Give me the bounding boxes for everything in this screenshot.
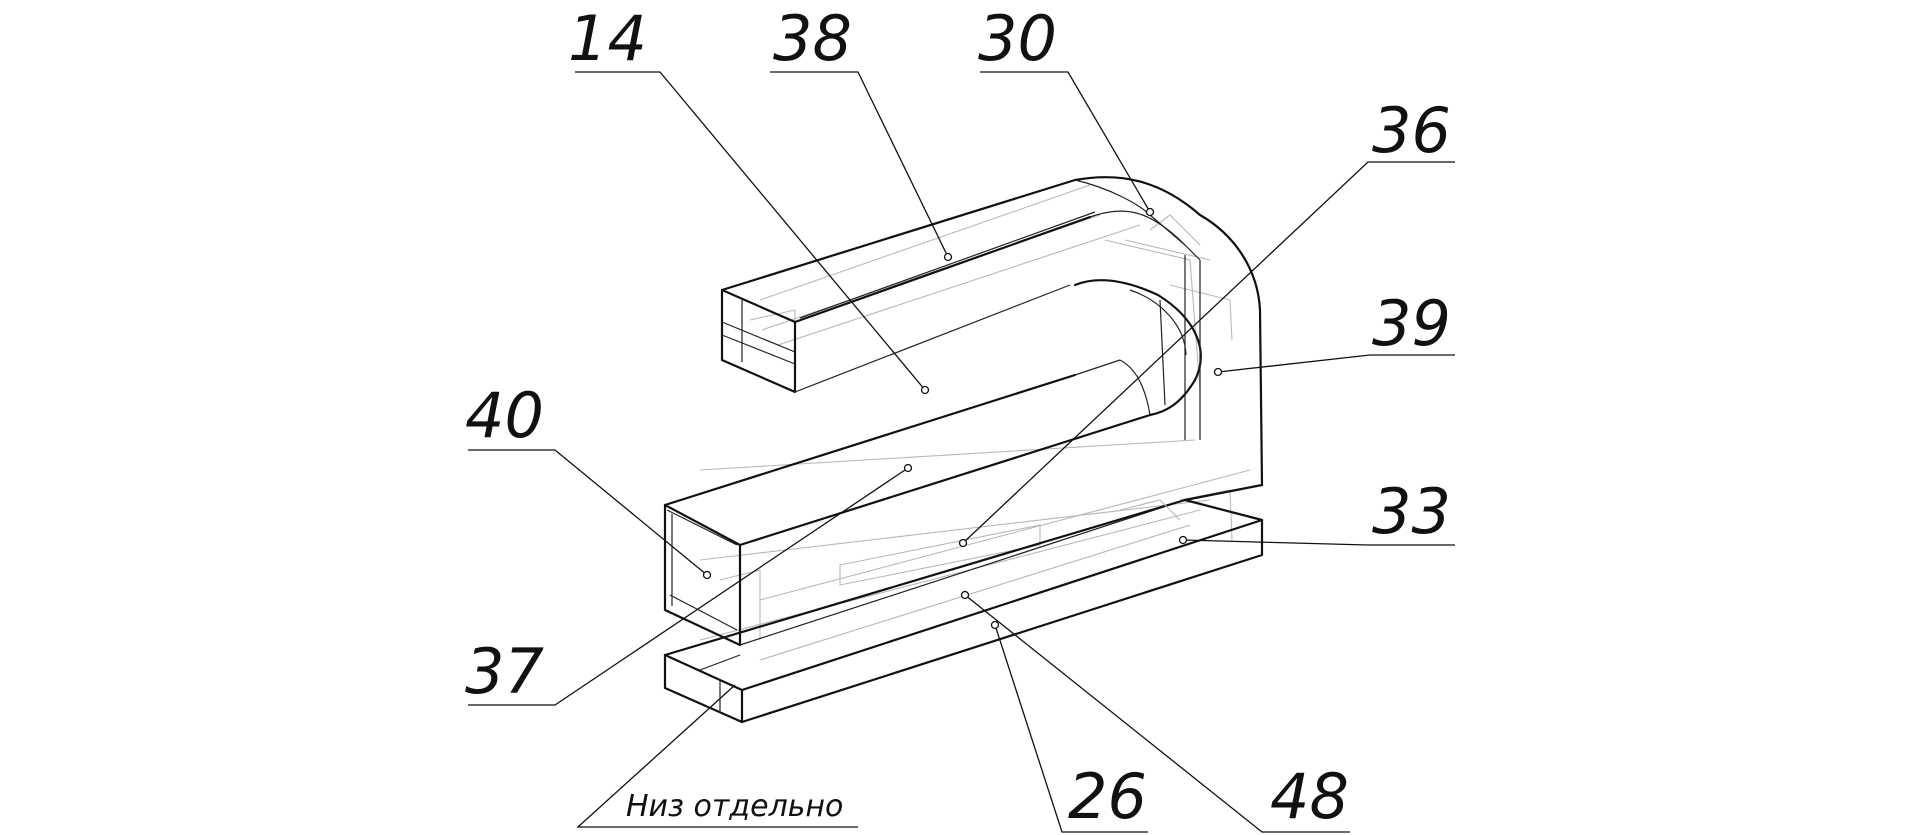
leader-33 [1182, 539, 1455, 546]
leader-dot-30 [1145, 207, 1155, 217]
callout-36: 36 [1372, 94, 1451, 167]
leader-37 [468, 467, 909, 706]
note-bottom-separately: Низ отдельно [626, 789, 843, 824]
leader-40 [468, 449, 708, 576]
callout-33: 33 [1372, 475, 1451, 548]
leader-dot-48 [960, 590, 970, 600]
leader-dot-38 [943, 252, 953, 262]
callout-48: 48 [1270, 760, 1349, 833]
callout-26: 26 [1068, 760, 1147, 833]
leader-26 [994, 624, 1148, 833]
callout-30: 30 [978, 2, 1057, 75]
bottom-plate [663, 498, 1264, 724]
j-shaped-part [663, 176, 1264, 647]
leader-48 [964, 594, 1350, 833]
leader-30 [980, 71, 1151, 213]
leader-dot-37 [903, 463, 913, 473]
leader-note [576, 684, 858, 828]
callout-39: 39 [1372, 287, 1451, 360]
leader-dot-39 [1213, 367, 1223, 377]
callout-38: 38 [773, 2, 852, 75]
leader-36 [962, 161, 1455, 544]
leader-lines [468, 71, 1455, 833]
hidden-lines [699, 184, 1251, 641]
leader-14 [575, 71, 926, 391]
callout-14: 14 [568, 2, 647, 75]
callout-numbers: 14 38 30 36 39 40 33 37 26 48 [465, 2, 1451, 833]
callout-40: 40 [465, 379, 544, 452]
leader-dot-36 [958, 538, 968, 548]
leader-dot-40 [702, 570, 712, 580]
leader-dot-14 [920, 385, 930, 395]
leader-38 [770, 71, 949, 258]
leader-dot-26 [990, 620, 1000, 630]
callout-37: 37 [465, 635, 544, 708]
leader-39 [1217, 354, 1455, 373]
leader-dot-33 [1178, 535, 1188, 545]
